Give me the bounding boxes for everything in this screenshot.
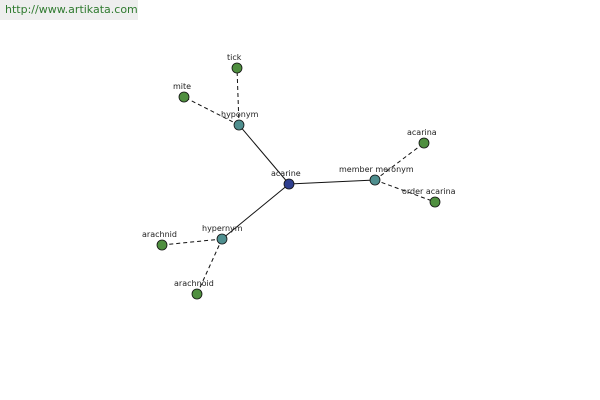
- edge-acarine-to-hyponym: [238, 124, 290, 185]
- node-label-arachnid[interactable]: arachnid: [142, 230, 177, 239]
- node-label-mite[interactable]: mite: [173, 82, 191, 91]
- node-label-arachnoid[interactable]: arachnoid: [174, 279, 214, 288]
- edge-hyponym-to-tick: [236, 67, 240, 126]
- node-arachnid[interactable]: [156, 239, 168, 251]
- node-hyponym[interactable]: [233, 119, 245, 131]
- nodes-layer: [156, 62, 441, 300]
- node-mite[interactable]: [178, 91, 190, 103]
- node-label-hypernym[interactable]: hypernym: [202, 224, 243, 233]
- edge-hyponym-to-mite: [183, 96, 240, 126]
- edge-acarine-to-hypernym: [221, 183, 290, 240]
- node-acarina[interactable]: [418, 137, 430, 149]
- node-label-member-meronym[interactable]: member meronym: [339, 165, 414, 174]
- edge-hypernym-to-arachnoid: [196, 238, 223, 295]
- site-url[interactable]: http://www.artikata.com: [0, 0, 138, 20]
- node-hypernym[interactable]: [216, 233, 228, 245]
- node-acarine[interactable]: [283, 178, 295, 190]
- edge-member-meronym-to-order-acarina: [374, 179, 436, 203]
- edge-hypernym-to-arachnid: [161, 238, 223, 246]
- node-label-acarina[interactable]: acarina: [407, 128, 437, 137]
- node-arachnoid[interactable]: [191, 288, 203, 300]
- node-member-meronym[interactable]: [369, 174, 381, 186]
- labels-layer: acarine hyponym member meronym hypernym tick…: [142, 53, 456, 288]
- node-label-acarine[interactable]: acarine: [271, 169, 301, 178]
- node-label-order-acarina[interactable]: order acarina: [402, 187, 456, 196]
- edge-acarine-to-member-meronym: [288, 179, 376, 185]
- node-tick[interactable]: [231, 62, 243, 74]
- node-label-hyponym[interactable]: hyponym: [221, 110, 259, 119]
- node-order-acarina[interactable]: [429, 196, 441, 208]
- edge-member-meronym-to-acarina: [374, 142, 425, 181]
- edges-layer: [161, 67, 436, 295]
- node-label-tick[interactable]: tick: [227, 53, 242, 62]
